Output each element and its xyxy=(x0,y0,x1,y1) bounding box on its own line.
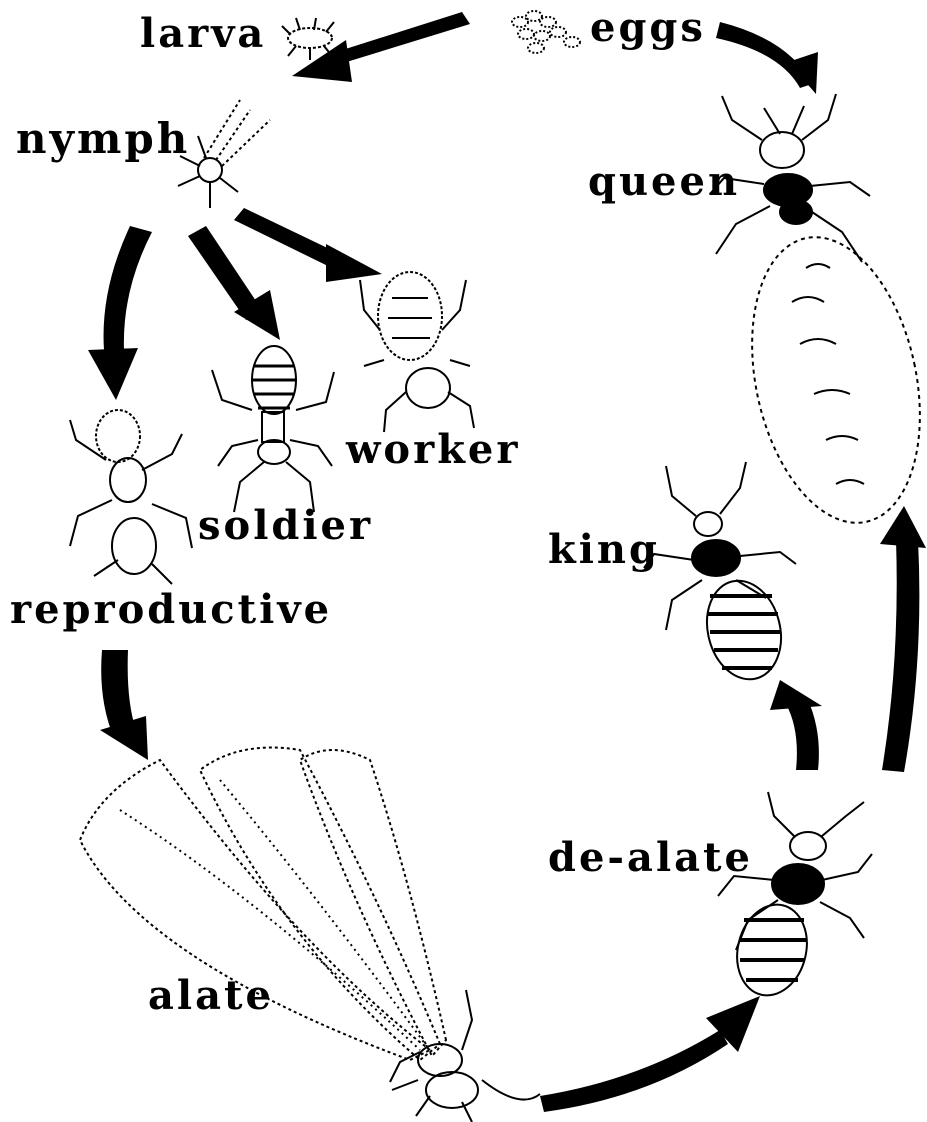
arrow-dealate-to-king xyxy=(770,680,822,770)
label-eggs: eggs xyxy=(590,8,706,48)
arrow-queen-to-eggs xyxy=(716,22,818,94)
label-alate: alate xyxy=(148,976,274,1016)
label-soldier: soldier xyxy=(198,506,373,546)
label-larva: larva xyxy=(140,14,266,54)
arrow-nymph-to-reproductive xyxy=(88,226,152,400)
label-de-alate: de-alate xyxy=(548,838,753,878)
worker-icon xyxy=(360,272,474,432)
soldier-icon xyxy=(212,346,334,512)
label-queen: queen xyxy=(588,162,740,202)
reproductive-icon xyxy=(70,410,192,584)
queen-icon xyxy=(710,94,927,538)
arrow-nymph-to-worker xyxy=(234,208,382,282)
label-nymph: nymph xyxy=(16,118,190,160)
arrow-alate-to-dealate xyxy=(540,996,760,1112)
dealate-icon xyxy=(718,792,872,1003)
label-king: king xyxy=(548,530,660,570)
arrow-reproductive-to-alate xyxy=(100,650,148,760)
arrow-king-to-queen xyxy=(880,506,926,772)
alate-icon xyxy=(80,748,540,1122)
king-icon xyxy=(644,462,796,687)
eggs-icon xyxy=(512,11,580,53)
nymph-icon xyxy=(178,100,270,208)
label-worker: worker xyxy=(346,430,520,470)
label-reproductive: reproductive xyxy=(10,590,332,630)
arrow-nymph-to-soldier xyxy=(188,226,280,340)
